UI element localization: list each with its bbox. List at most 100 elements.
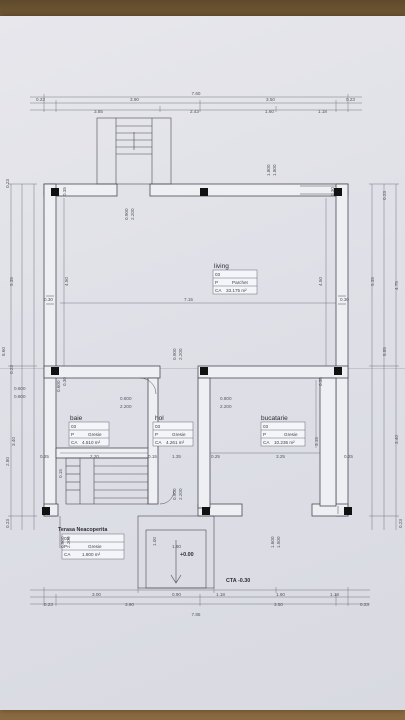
- column: [51, 188, 59, 196]
- room-tables: [61, 269, 306, 560]
- dim-bottom-r2-1: 3.90: [125, 602, 134, 607]
- terasa-floor-key: P: [64, 544, 67, 549]
- dim-top-overall: 7.60: [192, 91, 201, 96]
- bucatarie-floor-key: P: [263, 432, 266, 437]
- dim-right-4: 0.23: [398, 519, 403, 528]
- dim-right-0: 5.35: [370, 277, 375, 286]
- door-kitchen-width: 0.800: [220, 396, 232, 401]
- living-floor-key: P: [215, 280, 218, 285]
- living-area-key: CA: [215, 288, 222, 293]
- dim-bottom-r2-3: 0.23: [360, 602, 369, 607]
- living-center-window-height: 2.200: [178, 348, 183, 360]
- column: [42, 507, 50, 515]
- door-bath-height: 2.200: [120, 404, 132, 409]
- door-swing-hall: [139, 377, 157, 395]
- dim-top-r1-1: 3.90: [130, 97, 139, 102]
- dim-left-7: 0.23: [5, 519, 10, 528]
- hol-area: 4.261 m²: [166, 440, 185, 445]
- living-floor: Parchet: [232, 280, 249, 285]
- room-name-hol: hol: [155, 415, 164, 422]
- dim-small-2: 0.25: [40, 454, 49, 459]
- dim-bottom-r1-2: 1.18: [216, 592, 225, 597]
- door-hall-height: 2.200: [178, 488, 183, 500]
- dim-stair-post: 0.15: [58, 469, 63, 478]
- dim-right-5: 4.75: [394, 281, 399, 290]
- bucatarie-floor: Gresie: [284, 432, 298, 437]
- dim-top-r2-1: 2.43: [190, 109, 199, 114]
- dim-left-inner-0: 0.30: [44, 297, 53, 302]
- dim-left-inner-3: 4.50: [64, 277, 69, 286]
- hol-code: 03: [155, 424, 161, 429]
- dim-right-1: 0.23: [382, 191, 387, 200]
- partition-hall-kitchen: [197, 377, 211, 509]
- dim-right-2: 3.40: [394, 435, 399, 444]
- dim-top-r1-0: 0.23: [36, 97, 45, 102]
- column: [334, 188, 342, 196]
- structural-walls: [43, 183, 349, 517]
- level-entrance: +0.00: [180, 552, 194, 558]
- dim-right-inner-1: 4.50: [318, 277, 323, 286]
- dim-bottom-r1-4: 1.18: [330, 592, 339, 597]
- living-left-window-height: 2.200: [130, 208, 135, 220]
- dim-small-3: 0.25: [344, 454, 353, 459]
- dim-left-5: 3.40: [11, 437, 16, 446]
- column: [344, 507, 352, 515]
- dim-left-0: 0.23: [5, 179, 10, 188]
- dim-left-4: 0.800: [14, 394, 26, 399]
- table-bucatarie: [260, 421, 306, 447]
- bucatarie-code: 03: [263, 424, 269, 429]
- dim-bath-width: 2.20: [90, 454, 99, 459]
- wall-middle-right: [197, 365, 349, 379]
- dim-right-inner-3: 0.35: [318, 377, 323, 386]
- column: [51, 367, 59, 375]
- dim-kitchen-width: 3.25: [276, 454, 285, 459]
- room-name-baie: baie: [70, 415, 83, 422]
- baie-area-key: CA: [71, 440, 78, 445]
- dim-left-8: 8.60: [1, 347, 6, 356]
- door-bath-width: 0.800: [120, 396, 132, 401]
- dim-bottom-overall: 7.85: [192, 612, 201, 617]
- wall-right: [335, 183, 349, 517]
- entrance-steps: [137, 515, 215, 589]
- dim-bottom-r2-0: 0.23: [44, 602, 53, 607]
- door-kitchen-height: 2.200: [220, 404, 232, 409]
- dim-left-3: 0.600: [14, 386, 26, 391]
- wall-middle-left: [43, 365, 161, 379]
- table-terasa: [61, 533, 125, 560]
- dim-bottom-r1-0: 3.00: [92, 592, 101, 597]
- dim-right-inner-4: 3.15: [314, 437, 319, 446]
- dim-right-inner-0: 0.30: [340, 297, 349, 302]
- baie-floor: Gresie: [88, 432, 102, 437]
- dim-living-width: 7.15: [184, 297, 193, 302]
- dim-right-3: 8.85: [382, 347, 387, 356]
- dim-bottom-r1-3: 1.60: [276, 592, 285, 597]
- wall-left: [43, 183, 57, 517]
- terasa-area-key: CA: [64, 552, 71, 557]
- dimension-lines: [8, 94, 399, 606]
- living-center-window-width: 0.900: [172, 348, 177, 360]
- entrance-landing: [145, 529, 207, 589]
- table-hol: [152, 421, 194, 447]
- dim-left-inner-1: 0.35: [62, 187, 67, 196]
- door-hall-width: 0.900: [172, 488, 177, 500]
- hol-floor: Gresie: [172, 432, 186, 437]
- dim-hall-width: 1.35: [172, 454, 181, 459]
- column-kitchen-right: [319, 377, 337, 507]
- staircase-top: [96, 117, 172, 185]
- bucatarie-area-key: CA: [263, 440, 270, 445]
- dim-small-1: 0.25: [211, 454, 220, 459]
- column: [200, 188, 208, 196]
- dim-bottom-r1-1: 0.90: [172, 592, 181, 597]
- terasa-code: 03: [64, 536, 70, 541]
- room-name-bucatarie: bucatarie: [261, 415, 288, 422]
- bath-window-width: 0.600: [56, 380, 61, 392]
- dim-top-r2-0: 3.85: [94, 109, 103, 114]
- column: [334, 367, 342, 375]
- hol-floor-key: P: [155, 432, 158, 437]
- window-rb-width: 1.600: [270, 536, 275, 548]
- bucatarie-area: 10.236 m²: [274, 440, 295, 445]
- door-swing-terrace: [159, 489, 175, 505]
- level-terrain: CTA -0.30: [226, 578, 250, 584]
- dim-bottom-r2-2: 3.50: [274, 602, 283, 607]
